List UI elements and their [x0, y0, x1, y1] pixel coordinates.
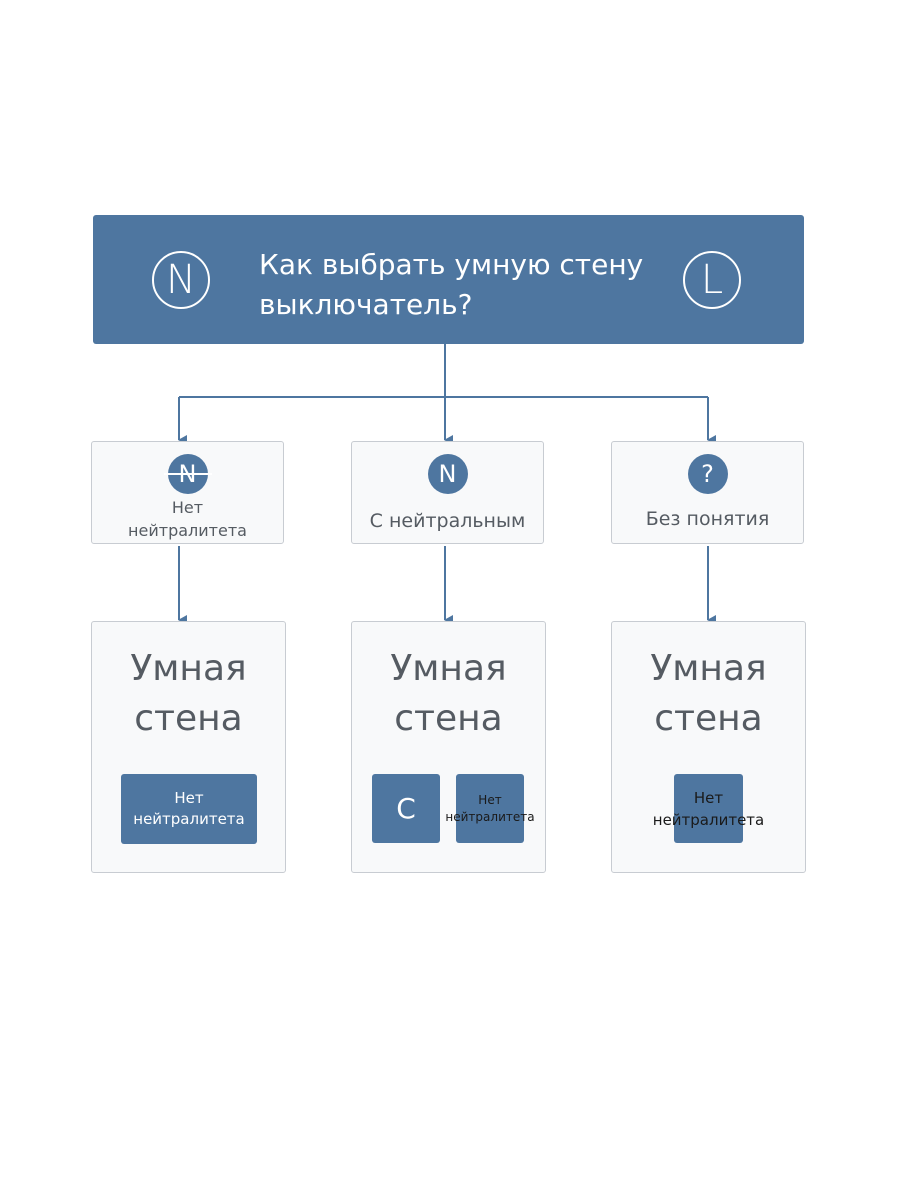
strike-through-line: [163, 473, 212, 475]
tag-line-2: нейтралитета: [133, 810, 245, 828]
option-with-neutral: N С нейтральным: [351, 441, 544, 544]
option-no-neutral: N Нет нейтралитета: [91, 441, 284, 544]
result-title: Умная стена: [352, 644, 545, 744]
result-title-line-2: стена: [394, 698, 503, 739]
switch-tag-no-neutral: Нет нейтралитета: [445, 774, 535, 843]
result-title: Умная стена: [92, 644, 285, 744]
result-card-1: Умная стена Нет нейтралитета: [91, 621, 286, 873]
option-label-line-1: Нет: [171, 498, 204, 517]
neutral-badge-icon: N: [152, 251, 210, 309]
result-title-line-2: стена: [654, 698, 763, 739]
result-card-3: Умная стена Нет нейтралитета: [611, 621, 806, 873]
result-card-2: Умная стена С Нет нейтралитета: [351, 621, 546, 873]
tag-line-2: нейтралитета: [652, 810, 765, 829]
result-title: Умная стена: [612, 644, 805, 744]
title-line-1: Как выбрать умную стену: [259, 248, 644, 281]
question-icon: ?: [687, 454, 728, 494]
title-line-2: выключатель?: [259, 288, 473, 321]
diagram-title: Как выбрать умную стену выключатель?: [259, 245, 679, 325]
result-title-line-1: Умная: [130, 648, 247, 689]
question-header: N Как выбрать умную стену выключатель? L: [93, 215, 804, 344]
tag-line-1: Нет: [478, 792, 502, 807]
option-label: С нейтральным: [369, 510, 526, 532]
tag-line-1: Нет: [174, 789, 204, 807]
option-label: Нет нейтралитета: [92, 496, 283, 542]
tag-line-1: Нет: [693, 788, 724, 807]
tag-line-2: нейтралитета: [445, 809, 535, 824]
switch-tag: Нет нейтралитета: [653, 774, 764, 843]
option-label-line-2: нейтралитета: [128, 521, 247, 540]
switch-tag-with-neutral: С: [372, 774, 440, 843]
option-label: Без понятия: [645, 508, 770, 530]
neutral-icon: N: [427, 454, 468, 494]
line-badge-icon: L: [683, 251, 741, 309]
result-title-line-1: Умная: [650, 648, 767, 689]
option-unknown: ? Без понятия: [611, 441, 804, 544]
result-title-line-2: стена: [134, 698, 243, 739]
switch-tag: Нет нейтралитета: [121, 774, 257, 844]
no-neutral-icon: N: [163, 454, 212, 494]
result-title-line-1: Умная: [390, 648, 507, 689]
